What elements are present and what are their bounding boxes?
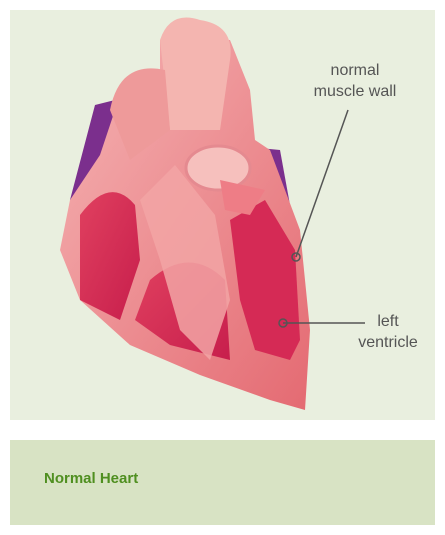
muscle-wall-leader: [296, 110, 348, 257]
left-ventricle-label-line2: ventricle: [338, 332, 438, 353]
muscle-wall-label-line2: muscle wall: [295, 81, 415, 102]
aorta: [160, 18, 231, 131]
caption-title: Normal Heart: [44, 470, 138, 487]
left-ventricle-label: left ventricle: [338, 311, 438, 353]
left-ventricle-label-line1: left: [338, 311, 438, 332]
aortic-valve: [186, 146, 250, 190]
muscle-wall-label-line1: normal: [295, 60, 415, 81]
muscle-wall-label: normal muscle wall: [295, 60, 415, 102]
